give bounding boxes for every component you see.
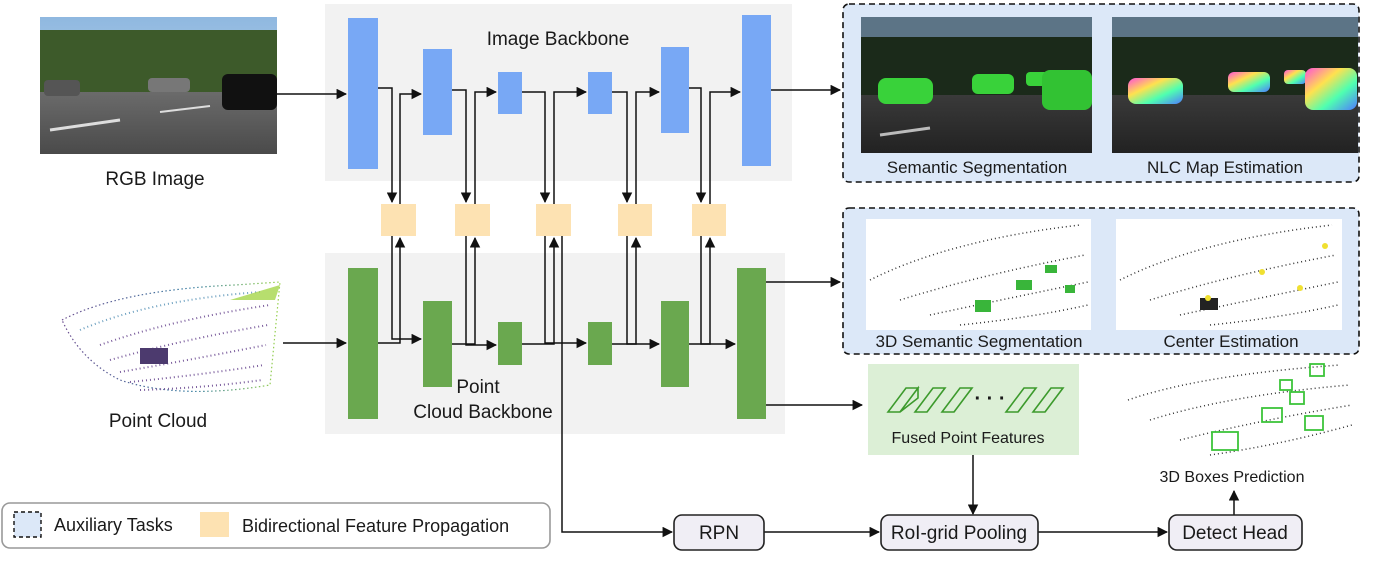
bfp-block-4 bbox=[618, 204, 652, 236]
legend-bfp-swatch bbox=[200, 512, 229, 537]
legend-box bbox=[1, 502, 551, 549]
bfp-block-3 bbox=[536, 204, 571, 236]
bfp-block-5 bbox=[692, 204, 726, 236]
image-encoder-block-3 bbox=[498, 72, 522, 114]
point-encoder-block-1 bbox=[348, 268, 378, 419]
fused-features-label: Fused Point Features bbox=[892, 430, 1045, 447]
semantic-3d-label: 3D Semantic Segmentation bbox=[876, 332, 1083, 351]
fused-dots: · · · bbox=[974, 388, 1005, 410]
point-cloud-label: Point Cloud bbox=[109, 411, 207, 432]
center-estimation-label: Center Estimation bbox=[1163, 332, 1298, 351]
point-decoder-block-2 bbox=[661, 301, 689, 387]
boxes-prediction-thumbnail bbox=[1127, 363, 1353, 456]
semantic-3d-thumbnail bbox=[866, 219, 1091, 330]
point-backbone-label-line1: Point bbox=[456, 377, 500, 398]
point-decoder-block-1 bbox=[588, 322, 612, 365]
detect-head-label: Detect Head bbox=[1182, 523, 1288, 544]
image-encoder-block-1 bbox=[348, 18, 378, 169]
point-encoder-block-3 bbox=[498, 322, 522, 365]
boxes-prediction-label: 3D Boxes Prediction bbox=[1160, 469, 1305, 486]
detect-head-node bbox=[1168, 514, 1303, 551]
roi-pooling-label: RoI-grid Pooling bbox=[891, 523, 1027, 544]
semantic-segmentation-label: Semantic Segmentation bbox=[887, 158, 1068, 177]
center-estimation-thumbnail bbox=[1116, 219, 1342, 330]
semantic-segmentation-thumbnail bbox=[861, 17, 1092, 153]
legend-bfp-label: Bidirectional Feature Propagation bbox=[242, 516, 509, 536]
roi-pooling-node bbox=[880, 514, 1039, 551]
nlc-map-label: NLC Map Estimation bbox=[1147, 158, 1303, 177]
bfp-block-1 bbox=[381, 204, 416, 236]
rpn-node bbox=[673, 514, 765, 551]
rpn-label: RPN bbox=[699, 523, 739, 544]
bfp-block-2 bbox=[455, 204, 490, 236]
nlc-map-thumbnail bbox=[1112, 17, 1358, 153]
point-decoder-block-3 bbox=[737, 268, 766, 419]
rgb-image-label: RGB Image bbox=[105, 169, 204, 190]
image-decoder-block-2 bbox=[661, 47, 689, 133]
point-encoder-block-2 bbox=[423, 301, 452, 387]
legend-aux-swatch bbox=[13, 511, 42, 538]
rgb-image-thumbnail bbox=[40, 17, 277, 154]
image-backbone-label: Image Backbone bbox=[487, 29, 630, 50]
legend-aux-label: Auxiliary Tasks bbox=[54, 515, 173, 535]
image-encoder-block-2 bbox=[423, 49, 452, 135]
fused-feature-cubes bbox=[886, 385, 1065, 413]
point-backbone-label-line2: Cloud Backbone bbox=[413, 402, 552, 423]
image-decoder-block-1 bbox=[588, 72, 612, 114]
point-cloud-thumbnail bbox=[61, 281, 281, 392]
connection-arrows bbox=[277, 84, 1240, 538]
image-decoder-block-3 bbox=[742, 15, 771, 166]
